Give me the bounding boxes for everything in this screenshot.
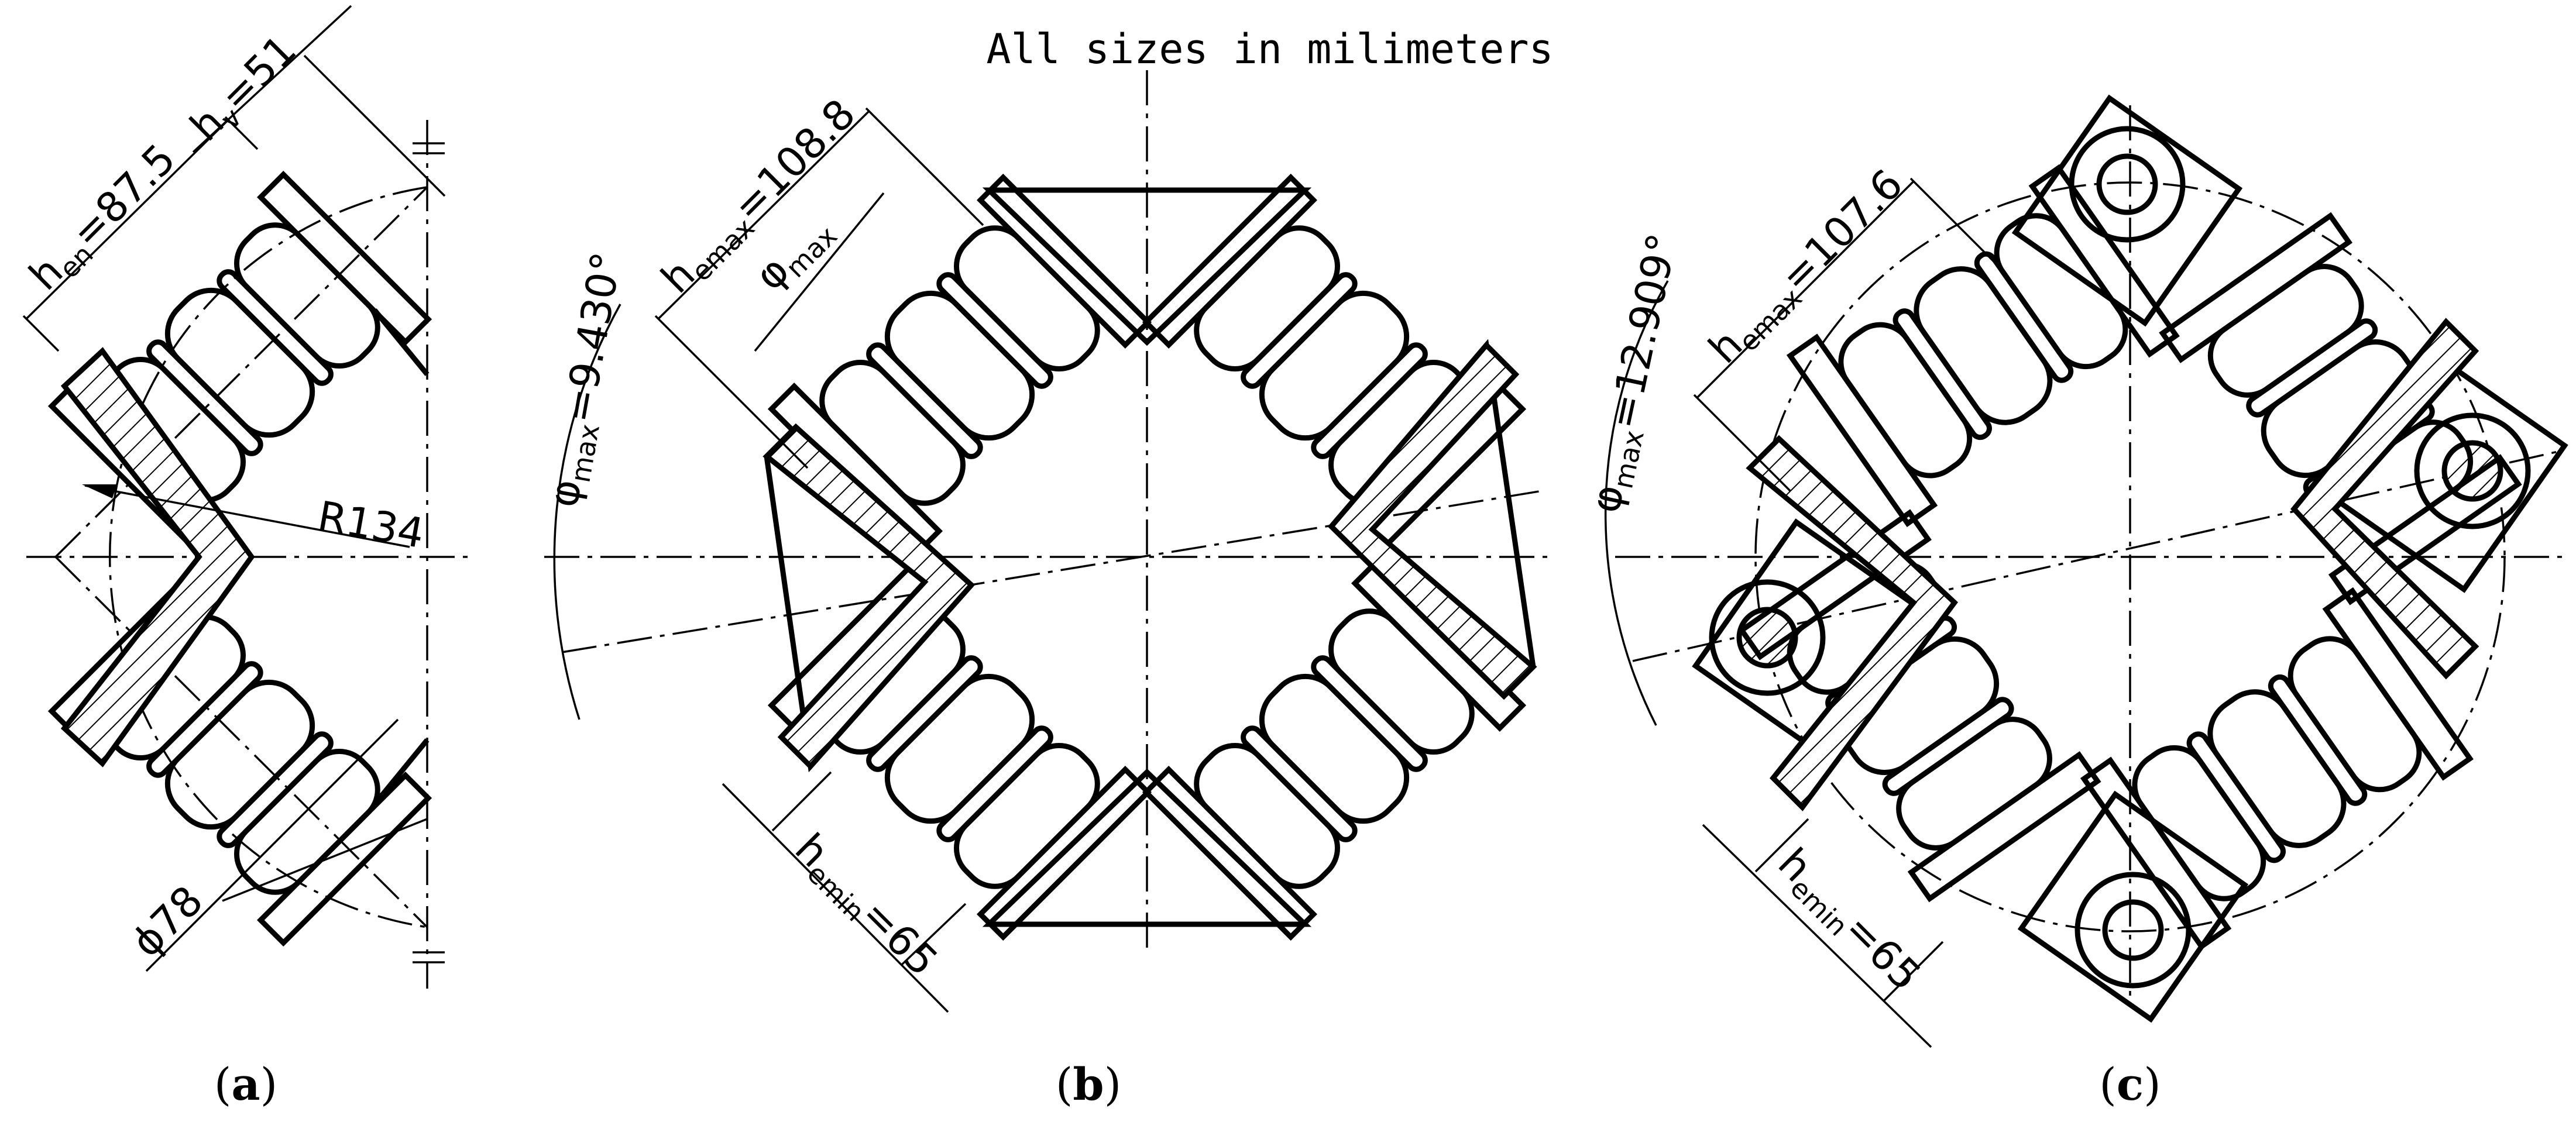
hemax-value: =108.8 — [723, 90, 864, 231]
extension-line — [865, 107, 984, 226]
inclined-axis — [561, 490, 1540, 653]
angle-arc — [1604, 280, 1669, 726]
extension-line — [1883, 941, 1944, 1001]
hemax-value: =107.6 — [1771, 160, 1912, 301]
cut-edge-top — [372, 308, 430, 376]
top-wedge — [982, 187, 1312, 346]
pitch-circle — [1754, 181, 2506, 932]
dimension-line — [192, 5, 352, 153]
hen-value: =87.5 — [62, 135, 185, 257]
caption-c: c — [2117, 1058, 2144, 1110]
panel-c: hemax=107.6 φmax=12.909° hemin=65 (c) — [1581, 94, 2568, 1110]
panel-a: hen=87.5 hv=51 R134 ϕ78 (a) — [20, 5, 468, 1110]
extension-line — [1909, 177, 2003, 270]
diagonal-centerline-upper — [54, 186, 428, 558]
radius-leader — [84, 484, 410, 548]
phimax-value: =12.909° — [1599, 229, 1687, 433]
extension-line — [654, 315, 809, 469]
diagonal-centerline-lower — [54, 556, 428, 928]
hatched-bracket-left — [1746, 435, 1959, 811]
caption-b: b — [1073, 1058, 1104, 1110]
phimax-value: =9.430° — [554, 249, 631, 426]
phimax-subscript: max — [1607, 428, 1650, 491]
extension-line — [1754, 818, 1809, 873]
extension-line — [303, 54, 446, 197]
panel-b: hemax=108.8 φmax φmax=9.430° hemin=65 (b… — [539, 70, 1551, 1110]
extension-line — [900, 903, 967, 966]
title: All sizes in milimeters — [986, 25, 1553, 73]
extension-line — [1693, 394, 1792, 493]
angle-arc — [553, 304, 621, 720]
arrowhead — [82, 484, 117, 498]
diameter-label: ϕ78 — [122, 876, 212, 966]
pitch-circle-arc — [109, 186, 428, 928]
extension-line — [224, 116, 259, 150]
svg-text:(a): (a) — [214, 1058, 278, 1110]
svg-text:(b): (b) — [1056, 1058, 1121, 1110]
extension-line — [771, 771, 832, 832]
extension-line — [22, 315, 60, 352]
dimension-line — [25, 119, 229, 320]
caption-a: a — [231, 1058, 260, 1110]
hatched-bracket-right — [2290, 318, 2479, 680]
radius-label: R134 — [314, 492, 428, 557]
dimension-line — [754, 192, 885, 352]
extension-line — [222, 818, 428, 902]
diameter-dimension-line — [145, 718, 399, 972]
dimension-line — [1696, 180, 1915, 399]
svg-text:(c): (c) — [2099, 1058, 2161, 1110]
svg-text:φmax=9.430°: φmax=9.430° — [539, 249, 636, 511]
svg-text:hemin=65: hemin=65 — [1766, 839, 1930, 1003]
bellows-lower-right — [2084, 591, 2469, 946]
bottom-wedge — [982, 768, 1312, 927]
dimension-line — [1702, 824, 1932, 1048]
dimension-line — [722, 783, 949, 1013]
hatched-bracket — [60, 347, 255, 767]
svg-text:hv=51: hv=51 — [181, 26, 309, 154]
hatched-bracket-left — [763, 423, 976, 770]
dimension-line — [657, 110, 870, 320]
svg-text:hemin=65: hemin=65 — [782, 824, 947, 989]
svg-text:hen=87.5: hen=87.5 — [20, 135, 188, 302]
hatched-bracket-right — [1327, 341, 1537, 700]
svg-text:φmax=12.909°: φmax=12.909° — [1581, 229, 1691, 518]
cut-edge-bottom — [372, 738, 430, 806]
